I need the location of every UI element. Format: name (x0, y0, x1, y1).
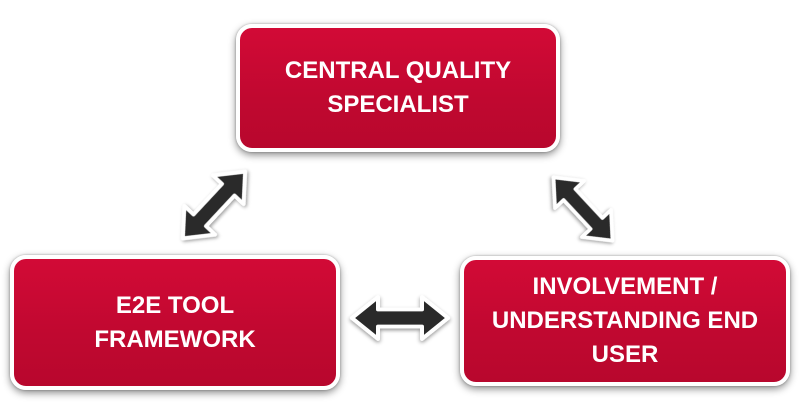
arrow-tool-user-icon (350, 295, 450, 341)
node-label: E2E TOOL FRAMEWORK (94, 291, 256, 353)
node-e2e-tool-framework: E2E TOOL FRAMEWORK (10, 255, 340, 390)
node-involvement-end-user: INVOLVEMENT / UNDERSTANDING END USER (460, 256, 790, 386)
arrow-central-tool-icon (165, 155, 263, 255)
node-label: INVOLVEMENT / UNDERSTANDING END USER (491, 273, 759, 368)
node-label: CENTRAL QUALITY SPECIALIST (284, 57, 512, 118)
arrow-central-user-icon (537, 162, 629, 256)
node-central-quality-specialist: CENTRAL QUALITY SPECIALIST (236, 24, 560, 152)
